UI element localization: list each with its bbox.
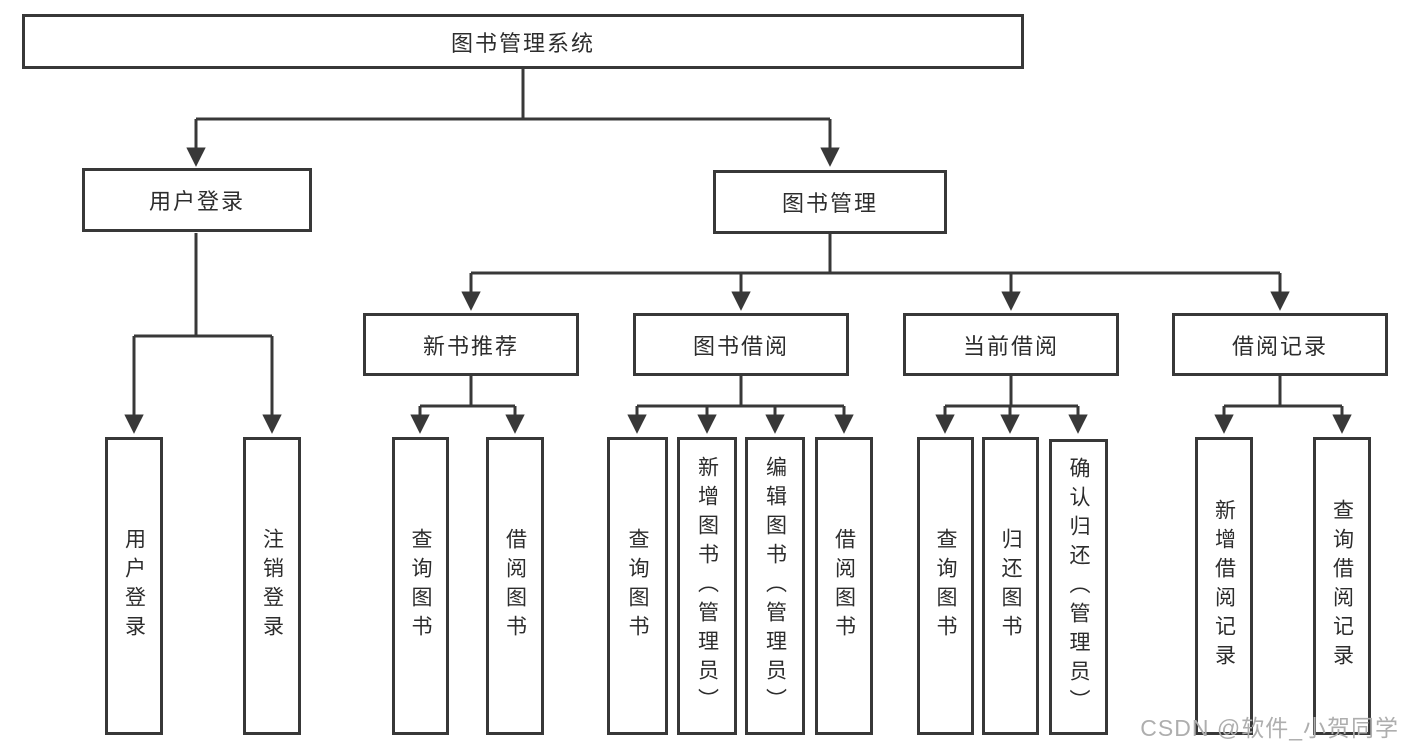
leaf-borrow-add-books-admin: 新增图书（管理员）: [677, 437, 737, 735]
node-book-management-branch: 图书管理: [713, 170, 947, 234]
leaf-newbooks-borrow-books: 借阅图书: [486, 437, 544, 735]
leaf-logout: 注销登录: [243, 437, 301, 735]
leaf-current-confirm-return-admin: 确认归还（管理员）: [1049, 439, 1108, 735]
leaf-borrow-query-books: 查询图书: [607, 437, 668, 735]
node-book-borrow: 图书借阅: [633, 313, 849, 376]
leaf-current-return-books: 归还图书: [982, 437, 1039, 735]
csdn-watermark: CSDN @软件_小贺同学: [1140, 715, 1399, 741]
leaf-records-query-record: 查询借阅记录: [1313, 437, 1371, 735]
node-library-management-system: 图书管理系统: [22, 14, 1024, 69]
leaf-borrow-borrow-books: 借阅图书: [815, 437, 873, 735]
leaf-borrow-edit-books-admin: 编辑图书（管理员）: [745, 437, 805, 735]
node-current-borrow: 当前借阅: [903, 313, 1119, 376]
node-borrow-records: 借阅记录: [1172, 313, 1388, 376]
leaf-records-add-record: 新增借阅记录: [1195, 437, 1253, 735]
node-new-book-recommend: 新书推荐: [363, 313, 579, 376]
leaf-newbooks-query-books: 查询图书: [392, 437, 449, 735]
leaf-current-query-books: 查询图书: [917, 437, 974, 735]
leaf-user-login: 用户登录: [105, 437, 163, 735]
node-user-login-branch: 用户登录: [82, 168, 312, 232]
